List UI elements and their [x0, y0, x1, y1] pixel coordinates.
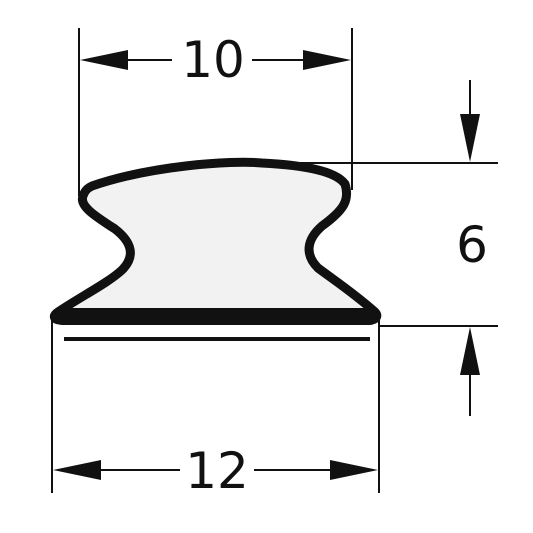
arrow-up-icon — [460, 327, 480, 375]
dimension-label-height: 6 — [456, 216, 488, 274]
arrow-down-icon — [460, 114, 480, 162]
arrow-right-icon — [303, 50, 351, 70]
dimension-label-bottom-width: 12 — [185, 442, 249, 500]
arrow-left-icon — [80, 50, 128, 70]
seal-profile — [49, 157, 382, 341]
dimension-bottom-width: 12 — [53, 442, 378, 500]
arrow-right-icon — [330, 460, 378, 480]
profile-body — [49, 157, 382, 325]
dimension-height: 6 — [456, 80, 488, 416]
arrow-left-icon — [53, 460, 101, 480]
profile-base-band — [54, 308, 378, 325]
dimension-label-top-width: 10 — [181, 31, 245, 89]
dimension-top-width: 10 — [80, 31, 351, 89]
